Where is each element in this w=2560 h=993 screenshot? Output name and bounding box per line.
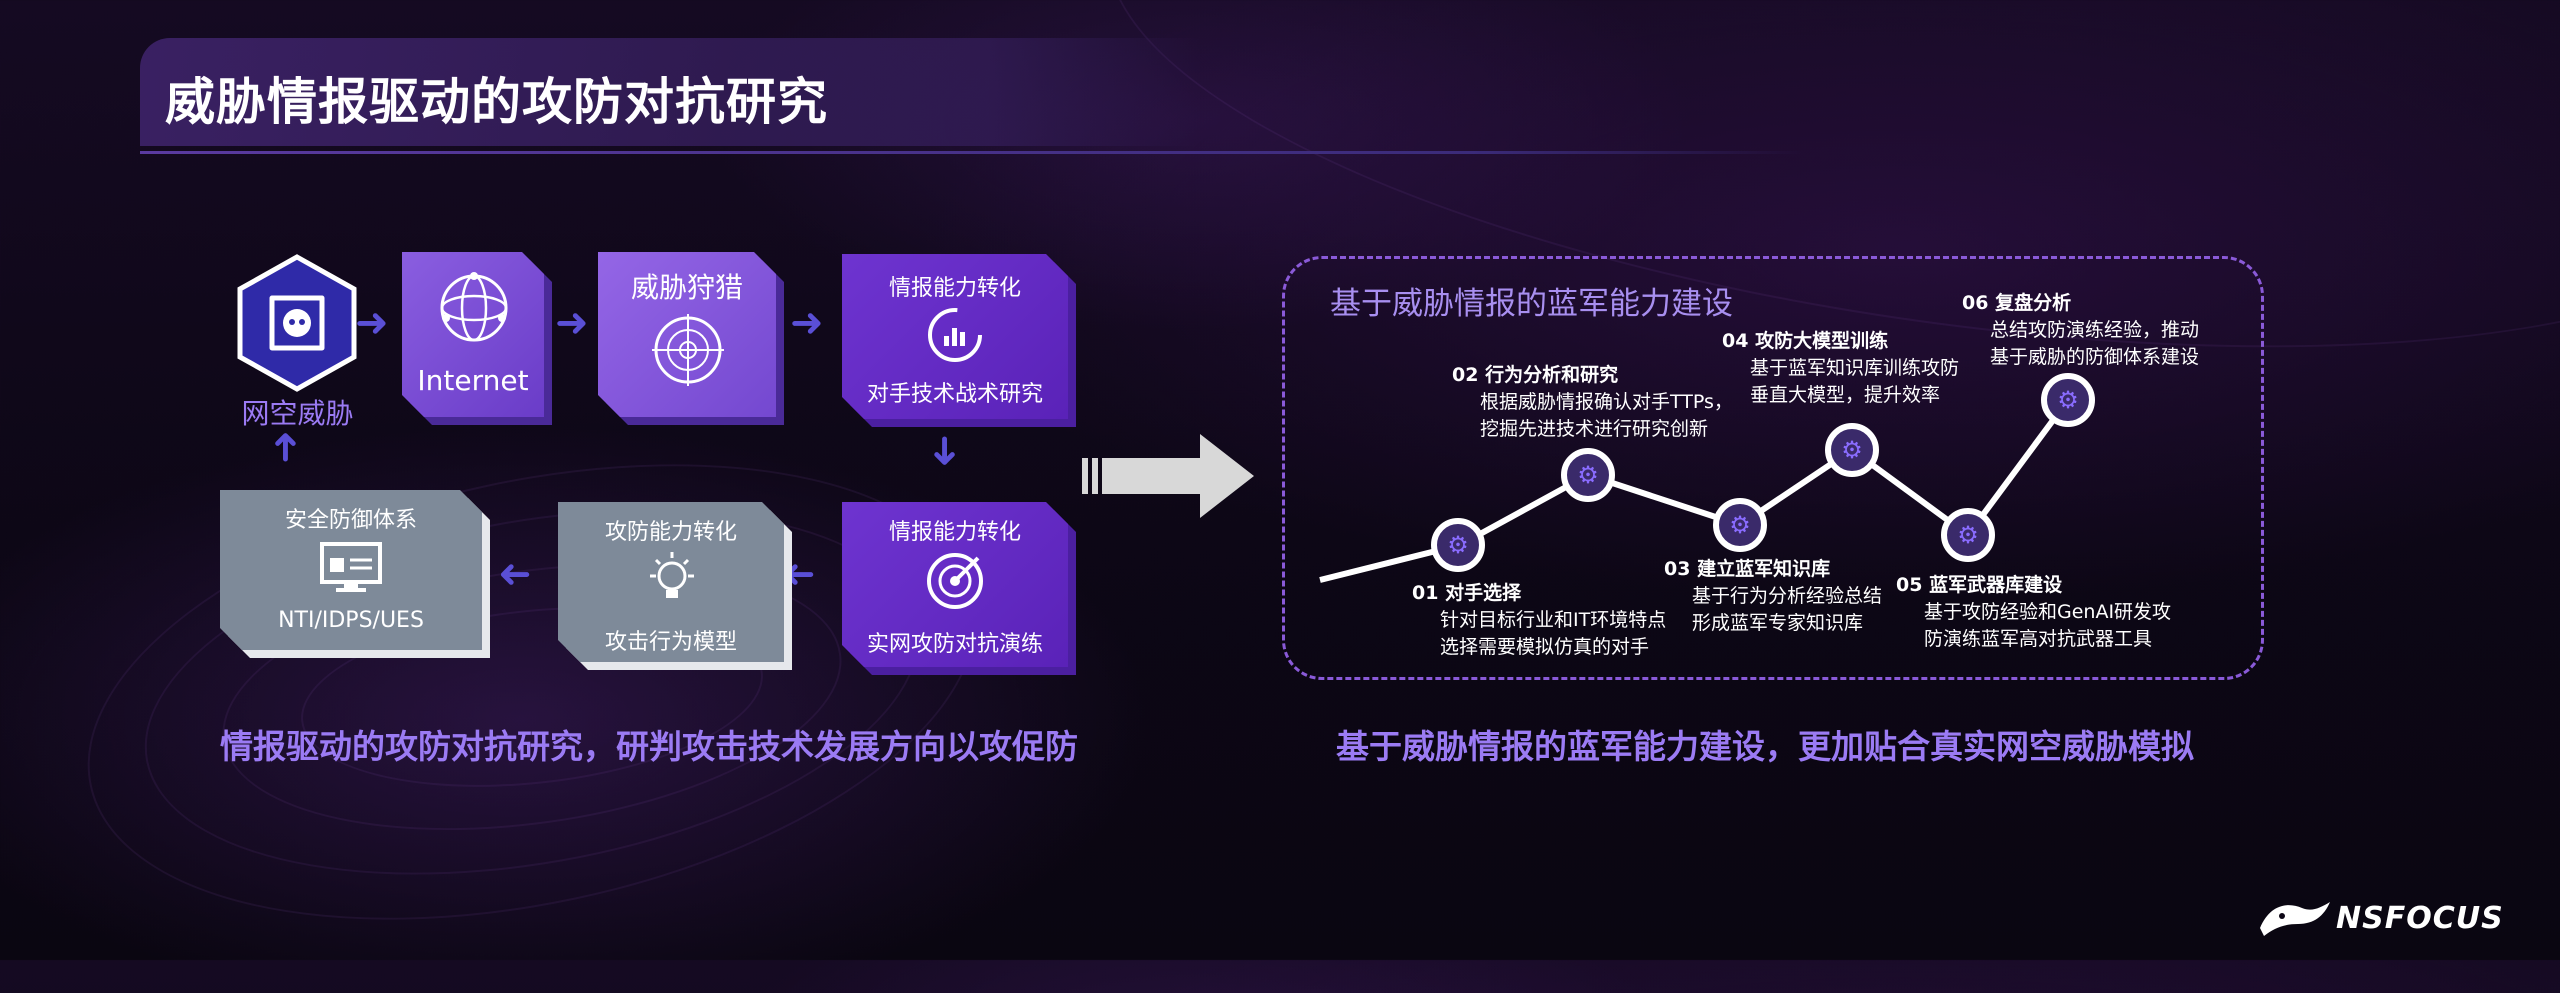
step-04-line-2: 垂直大模型，提升效率	[1750, 384, 1941, 406]
step-node-01: ⚙	[1431, 518, 1485, 572]
defense-system-subtitle: NTI/IDPS/UES	[278, 608, 424, 633]
arrow-down-icon: ➜	[921, 434, 968, 468]
step-04-title: 攻防大模型训练	[1755, 330, 1889, 352]
step-05-title: 蓝军武器库建设	[1929, 574, 2063, 596]
step-06-line-1: 总结攻防演练经验，推动	[1990, 319, 2200, 341]
arrow-right-icon: ➜	[555, 300, 589, 346]
target-icon	[927, 553, 983, 609]
step-03-num: 03	[1664, 558, 1691, 580]
hunting-box: 威胁狩猎	[598, 252, 776, 417]
intel-convert-box-2: 情报能力转化 实网攻防对抗演练	[842, 502, 1068, 667]
threat-icon	[237, 254, 357, 392]
step-03: 03 建立蓝军知识库 基于行为分析经验总结 形成蓝军专家知识库	[1664, 556, 1882, 637]
defense-system-box: 安全防御体系 NTI/IDPS/UES	[220, 490, 482, 650]
step-02-title: 行为分析和研究	[1485, 364, 1619, 386]
step-node-05: ⚙	[1941, 508, 1995, 562]
step-01-num: 01	[1412, 582, 1439, 604]
step-node-06: ⚙	[2041, 373, 2095, 427]
radar-icon	[652, 314, 724, 386]
step-05-num: 05	[1896, 574, 1923, 596]
blue-team-title: 基于威胁情报的蓝军能力建设	[1330, 286, 1733, 322]
step-04-num: 04	[1722, 330, 1749, 352]
internet-box: Internet	[402, 252, 544, 417]
step-05-line-1: 基于攻防经验和GenAI研发攻	[1924, 601, 2172, 623]
nsfocus-logo-mark	[2260, 902, 2330, 936]
intel-convert-2-title: 情报能力转化	[888, 520, 1021, 545]
step-node-04: ⚙	[1825, 423, 1879, 477]
step-06: 06 复盘分析 总结攻防演练经验，推动 基于威胁的防御体系建设	[1962, 290, 2199, 371]
step-06-title: 复盘分析	[1995, 292, 2072, 314]
intel-convert-2-subtitle: 实网攻防对抗演练	[866, 632, 1043, 657]
step-04: 04 攻防大模型训练 基于蓝军知识库训练攻防 垂直大模型，提升效率	[1722, 328, 1959, 409]
blue-team-panel	[1282, 256, 2264, 680]
step-01-line-2: 选择需要模拟仿真的对手	[1440, 636, 1650, 658]
attack-convert-title: 攻防能力转化	[604, 520, 737, 545]
step-02: 02 行为分析和研究 根据威胁情报确认对手TTPs， 挖掘先进技术进行研究创新	[1452, 362, 1733, 443]
defense-system-title: 安全防御体系	[284, 508, 417, 533]
step-04-line-1: 基于蓝军知识库训练攻防	[1750, 357, 1960, 379]
step-node-03: ⚙	[1713, 498, 1767, 552]
right-caption: 基于威胁情报的蓝军能力建设，更加贴合真实网空威胁模拟	[1336, 727, 2194, 766]
attack-convert-subtitle: 攻击行为模型	[604, 630, 737, 655]
big-arrow-right-icon	[1082, 434, 1254, 518]
step-06-num: 06	[1962, 292, 1989, 314]
page-title: 威胁情报驱动的攻防对抗研究	[165, 73, 828, 131]
left-caption: 情报驱动的攻防对抗研究，研判攻击技术发展方向以攻促防	[220, 727, 1078, 766]
attack-convert-box: 攻防能力转化 攻击行为模型	[558, 502, 784, 662]
intel-convert-box-1: 情报能力转化 对手技术战术研究	[842, 254, 1068, 419]
chart-circle-icon	[928, 308, 982, 362]
intel-convert-1-title: 情报能力转化	[888, 276, 1021, 301]
arrow-up-icon: ➜	[261, 430, 308, 464]
step-node-02: ⚙	[1561, 448, 1615, 502]
hunting-label: 威胁狩猎	[630, 271, 743, 304]
step-02-num: 02	[1452, 364, 1479, 386]
step-03-line-1: 基于行为分析经验总结	[1692, 585, 1883, 607]
step-03-line-2: 形成蓝军专家知识库	[1692, 612, 1864, 634]
step-02-line-1: 根据威胁情报确认对手TTPs，	[1480, 391, 1733, 413]
step-01-line-1: 针对目标行业和IT环境特点	[1440, 609, 1667, 631]
threat-label: 网空威胁	[241, 397, 354, 430]
step-01: 01 对手选择 针对目标行业和IT环境特点 选择需要模拟仿真的对手	[1412, 580, 1666, 661]
nsfocus-logo: NSFOCUS	[2258, 898, 2504, 938]
globe-network-icon	[440, 272, 508, 342]
step-05: 05 蓝军武器库建设 基于攻防经验和GenAI研发攻 防演练蓝军高对抗武器工具	[1896, 572, 2171, 653]
arrow-right-icon: ➜	[790, 300, 824, 346]
step-02-line-2: 挖掘先进技术进行研究创新	[1480, 418, 1709, 440]
step-05-line-2: 防演练蓝军高对抗武器工具	[1924, 628, 2153, 650]
internet-label: Internet	[417, 364, 529, 397]
security-monitor-icon	[320, 542, 382, 592]
step-06-line-2: 基于威胁的防御体系建设	[1990, 346, 2200, 368]
lightbulb-icon	[650, 552, 694, 598]
step-03-title: 建立蓝军知识库	[1697, 558, 1831, 580]
intel-convert-1-subtitle: 对手技术战术研究	[866, 382, 1043, 407]
title-underline	[140, 151, 1805, 154]
title-bar	[140, 38, 1200, 146]
arrow-right-icon: ➜	[355, 300, 389, 346]
nsfocus-logo-text: NSFOCUS	[2336, 900, 2504, 936]
step-01-title: 对手选择	[1445, 582, 1522, 604]
arrow-left-icon: ➜	[498, 552, 532, 598]
